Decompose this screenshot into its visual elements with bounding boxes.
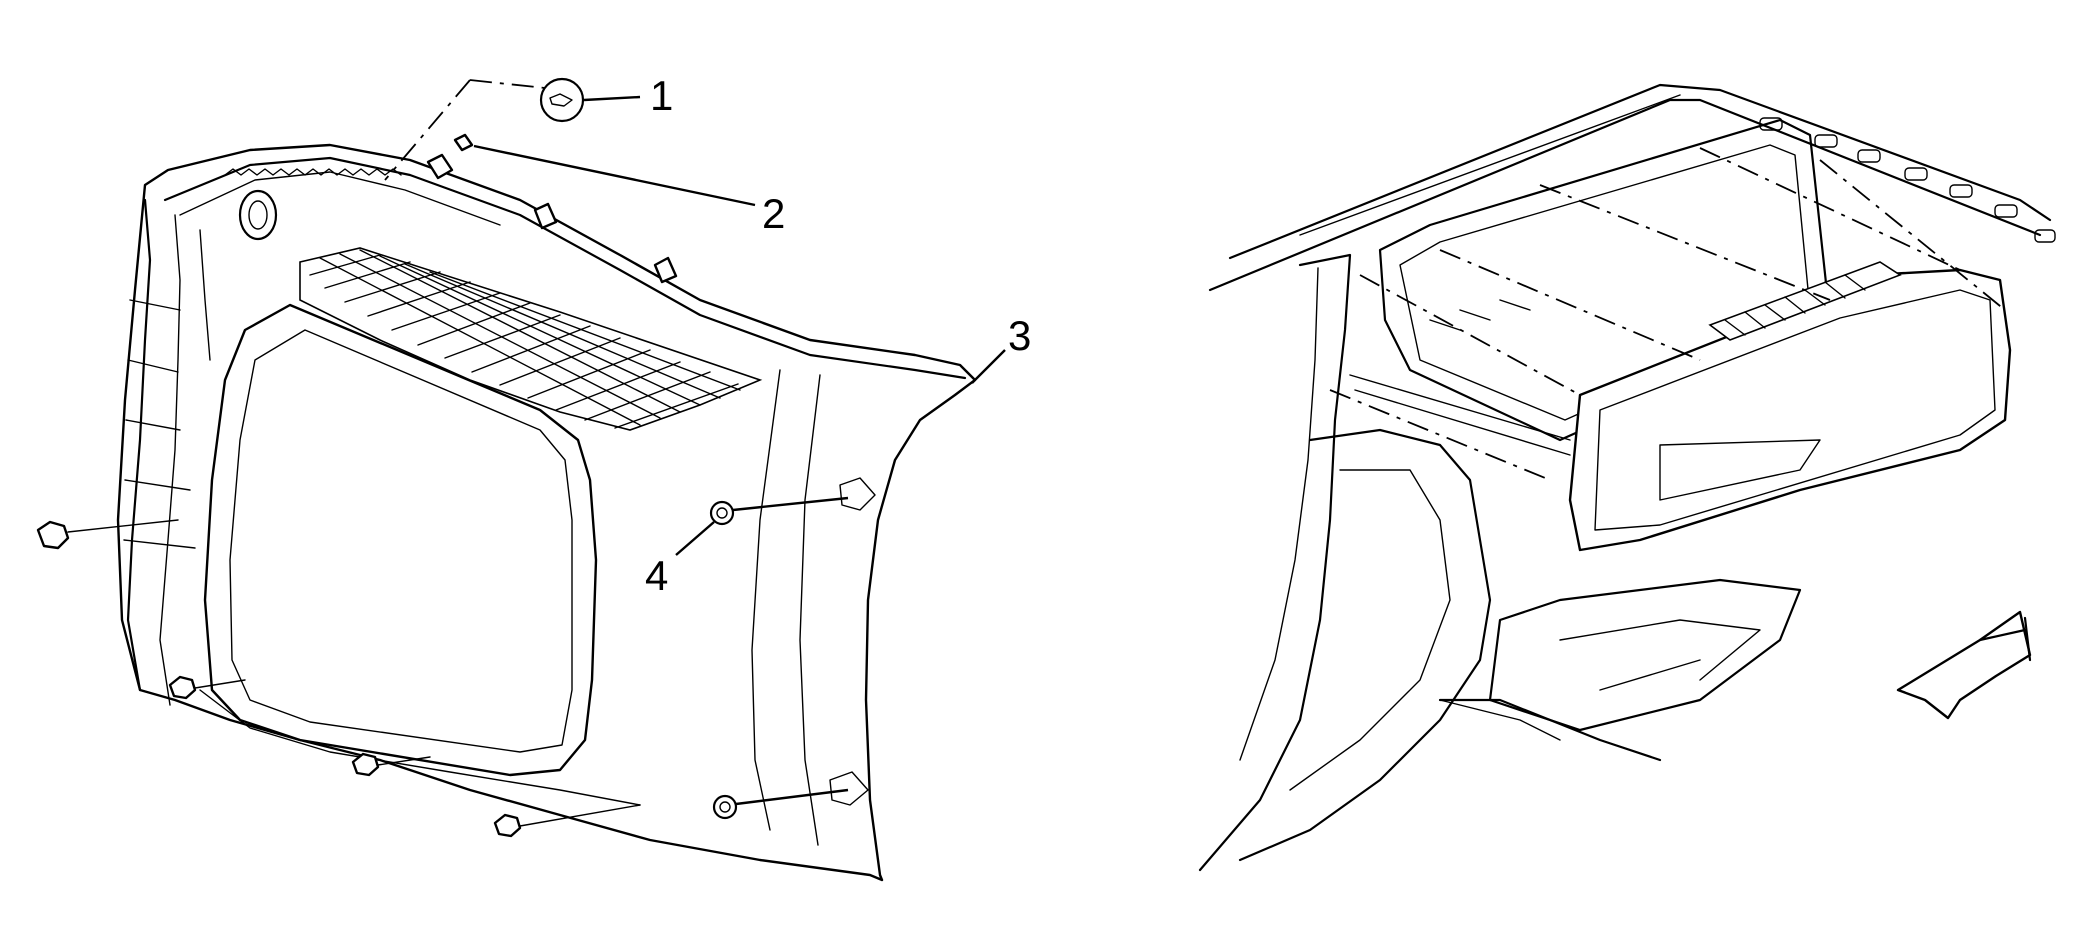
leader-dash-1b	[384, 79, 471, 181]
callout-4: 4	[645, 552, 668, 599]
callout-2: 2	[762, 190, 785, 237]
roof-bow-slots	[1759, 117, 2056, 243]
panel-retainer-clip	[426, 153, 678, 284]
push-pin-fastener	[36, 519, 641, 838]
callout-1: 1	[650, 72, 673, 119]
leader-dash-1	[469, 79, 546, 89]
front-direction-arrow-icon	[1896, 610, 2032, 720]
leader-line-3	[971, 349, 1006, 384]
leader-line-2	[473, 144, 756, 207]
cover-cap-1	[539, 77, 585, 123]
leader-line-1	[583, 95, 641, 102]
vehicle-body-interior	[1198, 83, 2056, 872]
fastener-2	[453, 133, 474, 152]
callout-3: 3	[1008, 312, 1031, 359]
retainer-nut-4	[675, 496, 849, 820]
quarter-trim-panel	[116, 143, 977, 882]
